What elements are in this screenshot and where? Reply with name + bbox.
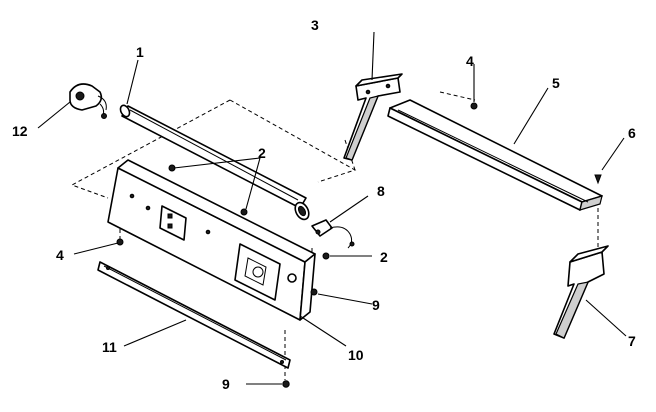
callout-4-left: 4 [56, 247, 64, 263]
callout-12: 12 [12, 123, 28, 139]
callout-5: 5 [552, 75, 560, 91]
callout-2-right: 2 [380, 249, 388, 265]
callout-6: 6 [628, 125, 636, 141]
callout-2-top: 2 [258, 145, 266, 161]
callout-3: 3 [311, 17, 319, 33]
callout-10: 10 [348, 347, 364, 363]
part-5-cover-panel [387, 99, 603, 211]
callout-9-mid: 9 [372, 297, 380, 313]
part-11-trim-strip [97, 261, 291, 369]
callout-1: 1 [136, 44, 144, 60]
part-12-switch [69, 83, 107, 119]
part-1-tube [119, 104, 310, 221]
callout-labels: 1 2 2 3 4 4 5 6 7 8 9 9 10 11 12 [12, 17, 636, 392]
callout-8: 8 [377, 183, 385, 199]
callout-4-top: 4 [466, 53, 474, 69]
callout-7: 7 [628, 333, 636, 349]
part-7-right-bracket [553, 245, 609, 339]
callout-11: 11 [102, 339, 117, 355]
leader-lines [37, 31, 627, 385]
part-3-left-bracket [343, 73, 403, 161]
callout-9-bottom: 9 [222, 376, 230, 392]
part-10-control-panel [107, 159, 316, 321]
part-8-connector [311, 219, 355, 249]
